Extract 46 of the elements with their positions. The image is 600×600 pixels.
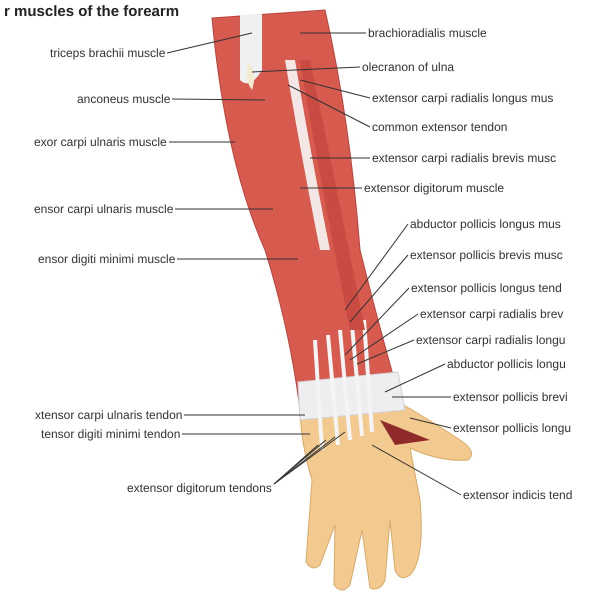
leader-line <box>392 396 452 398</box>
part-label: extensor carpi radialis brevis musc <box>372 151 556 165</box>
part-label: brachioradialis muscle <box>368 26 487 40</box>
part-label: extensor carpi radialis brev <box>420 307 564 321</box>
part-label: tensor digiti minimi tendon <box>41 427 180 441</box>
leader-line <box>274 432 346 484</box>
part-label: extensor digitorum tendons <box>127 481 272 495</box>
part-label: extensor pollicis longus tend <box>411 281 562 295</box>
leader-line <box>174 208 274 210</box>
part-label: extensor carpi radialis longu <box>416 333 566 347</box>
leader-line <box>252 66 360 72</box>
leader-line <box>344 224 408 310</box>
leader-line <box>384 364 446 392</box>
leader-line <box>274 436 336 484</box>
part-label: xtensor carpi ulnaris tendon <box>35 408 182 422</box>
part-label: olecranon of ulna <box>362 60 454 74</box>
part-label: ensor digiti minimi muscle <box>38 252 176 266</box>
leader-line <box>350 254 408 322</box>
part-label: ensor carpi ulnaris muscle <box>34 202 174 216</box>
leader-line <box>166 32 252 54</box>
part-label: abductor pollicis longu <box>447 357 566 371</box>
leader-line <box>288 84 370 128</box>
part-label: anconeus muscle <box>77 92 170 106</box>
leader-line <box>274 440 326 484</box>
leader-line <box>410 418 452 428</box>
leader-line <box>300 32 366 34</box>
leader-line <box>300 80 370 98</box>
leader-line <box>372 444 462 496</box>
leader-line <box>356 340 414 364</box>
part-label: exor carpi ulnaris muscle <box>34 135 167 149</box>
part-label: extensor digitorum muscle <box>364 181 504 195</box>
leader-line <box>184 414 306 416</box>
leader-line <box>176 258 298 260</box>
part-label: abductor pollicis longus mus <box>410 217 561 231</box>
leader-line <box>172 98 266 100</box>
leader-line <box>344 288 410 356</box>
part-label: extensor pollicis longu <box>453 421 572 435</box>
part-label: triceps brachii muscle <box>50 46 166 60</box>
part-label: extensor pollicis brevis musc <box>410 248 563 262</box>
leader-line <box>274 444 318 484</box>
diagram-title: r muscles of the forearm <box>4 3 180 20</box>
leader-line <box>350 314 418 360</box>
part-label: extensor pollicis brevi <box>453 390 568 404</box>
part-label: extensor indicis tend <box>463 488 572 502</box>
part-label: common extensor tendon <box>372 120 508 134</box>
part-label: extensor carpi radialis longus mus <box>372 91 554 105</box>
